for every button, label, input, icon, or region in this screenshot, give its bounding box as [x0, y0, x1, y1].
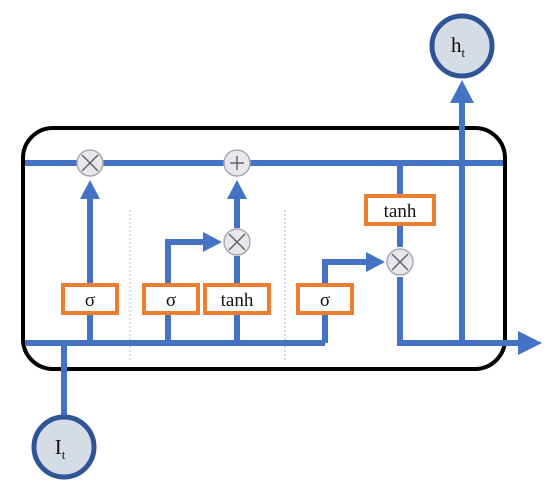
svg-text:ht: ht: [451, 33, 466, 60]
forget-gate-label: σ: [85, 290, 95, 311]
arrow-head: [518, 331, 542, 355]
arrow-head: [366, 252, 385, 272]
input-gate-box: σ: [142, 283, 200, 315]
cell-tanh-box: tanh: [364, 194, 436, 226]
cell-tanh-label: tanh: [384, 201, 417, 222]
svg-text:It: It: [55, 435, 66, 462]
output-node: ht: [429, 13, 495, 79]
forget-gate-box: σ: [61, 283, 119, 315]
forget-multiply-operator: [76, 149, 104, 177]
input-node-subscript: t: [62, 447, 66, 462]
arrow-heads: [80, 80, 542, 355]
input-multiply-operator: [223, 228, 251, 256]
arrow-head: [450, 80, 474, 103]
input-gate-label: σ: [166, 290, 176, 311]
output-node-label: h: [451, 33, 462, 57]
arrow-head: [80, 180, 100, 199]
arrow-head: [203, 232, 222, 252]
output-node-subscript: t: [461, 45, 465, 60]
candidate-gate-box: tanh: [203, 283, 271, 315]
flow-lines: [25, 100, 522, 420]
output-gate-box: σ: [296, 283, 354, 315]
cell-add-operator: [223, 149, 251, 177]
input-node: It: [31, 414, 97, 480]
output-multiply-operator: [386, 248, 414, 276]
output-gate-label: σ: [320, 290, 330, 311]
candidate-gate-label: tanh: [221, 290, 254, 311]
input-node-label: I: [55, 435, 62, 459]
cell-boundary: [21, 126, 507, 371]
arrow-head: [227, 180, 247, 199]
